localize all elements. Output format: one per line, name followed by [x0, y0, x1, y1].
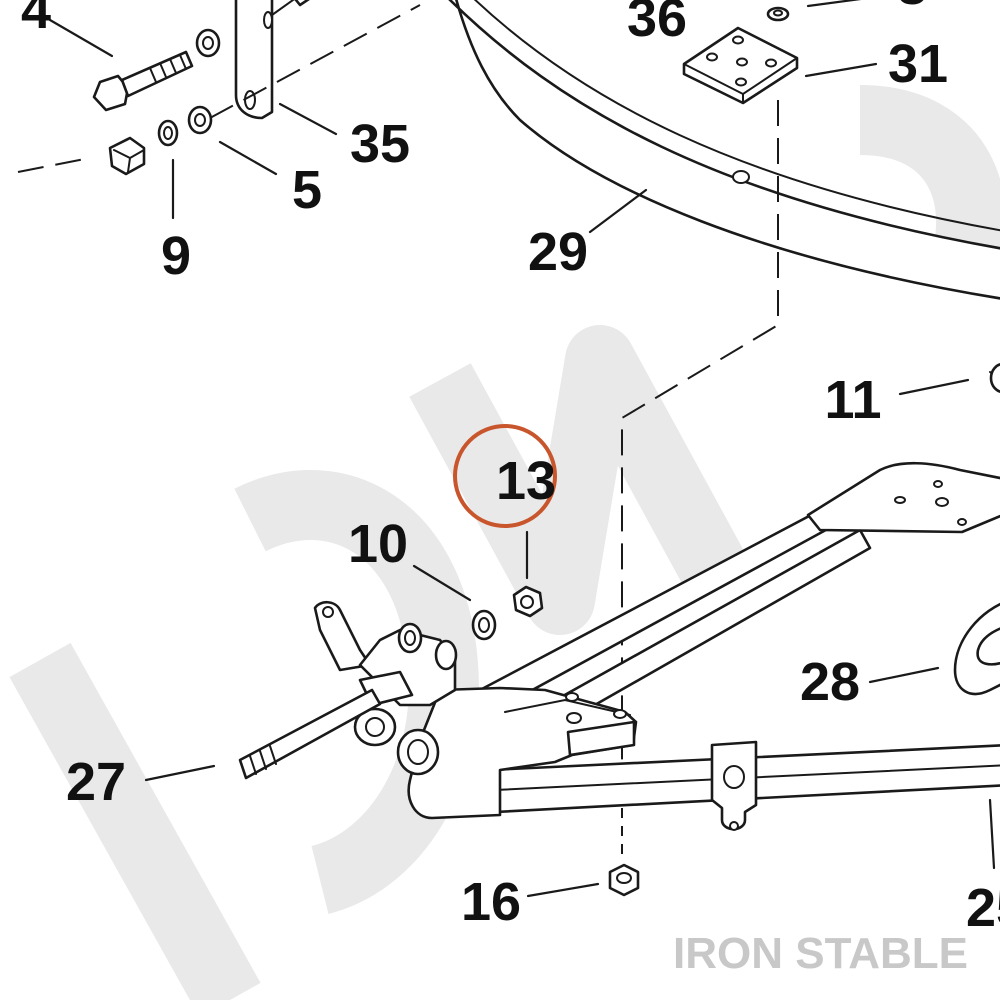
- callout-35: 35: [350, 114, 410, 174]
- callout-25: 25: [966, 878, 1000, 938]
- highlight-circle: [453, 424, 557, 528]
- callout-16: 16: [461, 872, 521, 932]
- callout-10: 10: [348, 514, 408, 574]
- assembly-line: [621, 100, 779, 780]
- callout-29: 29: [528, 222, 588, 282]
- callout-28: 28: [800, 652, 860, 712]
- callout-9: 9: [161, 226, 191, 286]
- callout-27: 27: [66, 752, 126, 812]
- callout-13: 13: [496, 451, 556, 511]
- callout-5: 5: [292, 160, 322, 220]
- callout-4: 4: [21, 0, 51, 40]
- hex-nut: [108, 136, 146, 176]
- bracket: [234, 0, 310, 120]
- jam-nut: [512, 585, 544, 618]
- spring-washer: [471, 609, 497, 641]
- drag-link: [478, 461, 1000, 744]
- spindle-knuckle: [238, 600, 638, 820]
- watermark-letter: [9, 642, 261, 1005]
- mounting-plate: [682, 6, 799, 105]
- pivot-clamp: [710, 740, 758, 831]
- frame-rail: [448, 0, 1000, 393]
- callout-11: 11: [824, 370, 881, 430]
- washer-top: [195, 28, 221, 58]
- flat-washer: [187, 105, 213, 135]
- brand-label: IRON STABLE: [673, 929, 968, 978]
- assembly-line: [17, 157, 91, 173]
- callout-8: 8: [897, 0, 927, 16]
- callout-31: 31: [888, 34, 948, 94]
- lock-nut: [608, 863, 640, 897]
- leader-lines: [48, 0, 996, 898]
- callout-labels: 4 36 8 31 35 5 9 29 11 13 10 28 27 16 25: [21, 0, 1000, 938]
- watermark-letter: [409, 325, 751, 635]
- bolt: [92, 50, 194, 112]
- callout-36: 36: [627, 0, 687, 48]
- assembly-line: [209, 4, 421, 119]
- lock-washer: [157, 119, 179, 147]
